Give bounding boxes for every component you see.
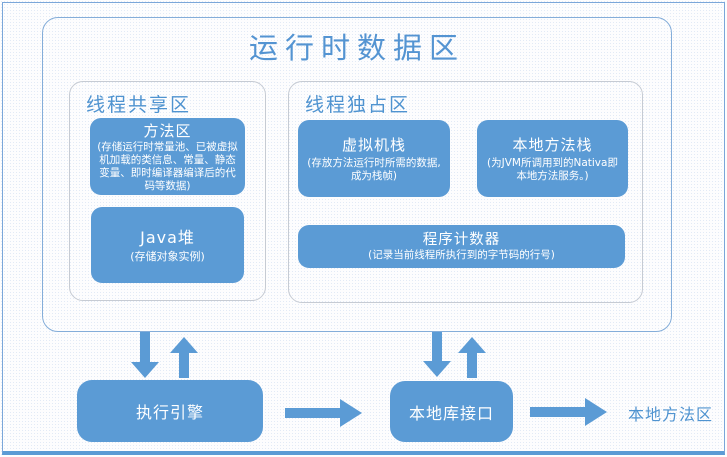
diagram-title: 运行时数据区 — [248, 31, 465, 65]
arrow-head — [423, 361, 451, 377]
vm-stack-title: 虚拟机栈 — [341, 135, 406, 154]
arrow-shaft — [467, 353, 477, 378]
vm-stack-desc: (存放方法运行时所需的数据, 成为栈帧) — [307, 156, 441, 182]
arrow-head — [585, 398, 607, 426]
native-method-stack-title: 本地方法栈 — [512, 135, 593, 154]
arrow-shaft — [530, 407, 585, 417]
arrow-down-icon — [423, 332, 451, 377]
arrow-shaft — [285, 408, 340, 418]
native-method-stack-desc: (为JVM所调用到的Nativa即本地方法服务。) — [487, 156, 618, 182]
native-method-stack-box: 本地方法栈 (为JVM所调用到的Nativa即本地方法服务。) — [477, 120, 628, 197]
thread-exclusive-label: 线程独占区 — [305, 94, 411, 116]
method-area-title: 方法区 — [143, 121, 192, 140]
arrow-up-icon — [458, 337, 486, 378]
arrow-shaft — [179, 353, 189, 378]
method-area-box: 方法区 (存储运行时常量池、已被虚拟机加载的类信息、常量、静态变量、即时编译器编… — [90, 118, 245, 195]
vm-stack-box: 虚拟机栈 (存放方法运行时所需的数据, 成为栈帧) — [298, 120, 450, 197]
arrow-up-icon — [170, 337, 198, 378]
thread-shared-label: 线程共享区 — [86, 94, 192, 116]
arrow-head — [170, 337, 198, 353]
native-method-area-label: 本地方法区 — [628, 405, 714, 424]
execution-engine-label: 执行引擎 — [135, 403, 204, 422]
thread-exclusive-area: 线程独占区 — [288, 81, 643, 303]
arrow-head — [340, 399, 362, 427]
program-counter-desc: (记录当前线程所执行到的字节码的行号) — [368, 248, 555, 261]
native-library-interface-box: 本地库接口 — [390, 381, 513, 442]
arrow-right-icon — [530, 398, 607, 426]
arrow-shaft — [432, 332, 442, 361]
native-library-interface-label: 本地库接口 — [408, 403, 494, 423]
arrow-shaft — [140, 332, 150, 362]
runtime-data-area-container: 运行时数据区 线程共享区 线程独占区 — [42, 17, 672, 332]
arrow-head — [458, 337, 486, 353]
method-area-desc: (存储运行时常量池、已被虚拟机加载的类信息、常量、静态变量、即时编译器编译后的代… — [97, 140, 238, 192]
program-counter-title: 程序计数器 — [422, 231, 501, 248]
execution-engine-box: 执行引擎 — [77, 380, 263, 442]
java-heap-desc: (存储对象实例) — [130, 249, 205, 263]
java-heap-title: Java堆 — [140, 227, 195, 247]
arrow-down-icon — [131, 332, 159, 378]
thread-shared-area: 线程共享区 — [69, 81, 266, 301]
arrow-right-icon — [285, 399, 362, 427]
arrow-head — [131, 362, 159, 378]
java-heap-box: Java堆 (存储对象实例) — [91, 207, 244, 283]
program-counter-box: 程序计数器 (记录当前线程所执行到的字节码的行号) — [298, 225, 625, 268]
